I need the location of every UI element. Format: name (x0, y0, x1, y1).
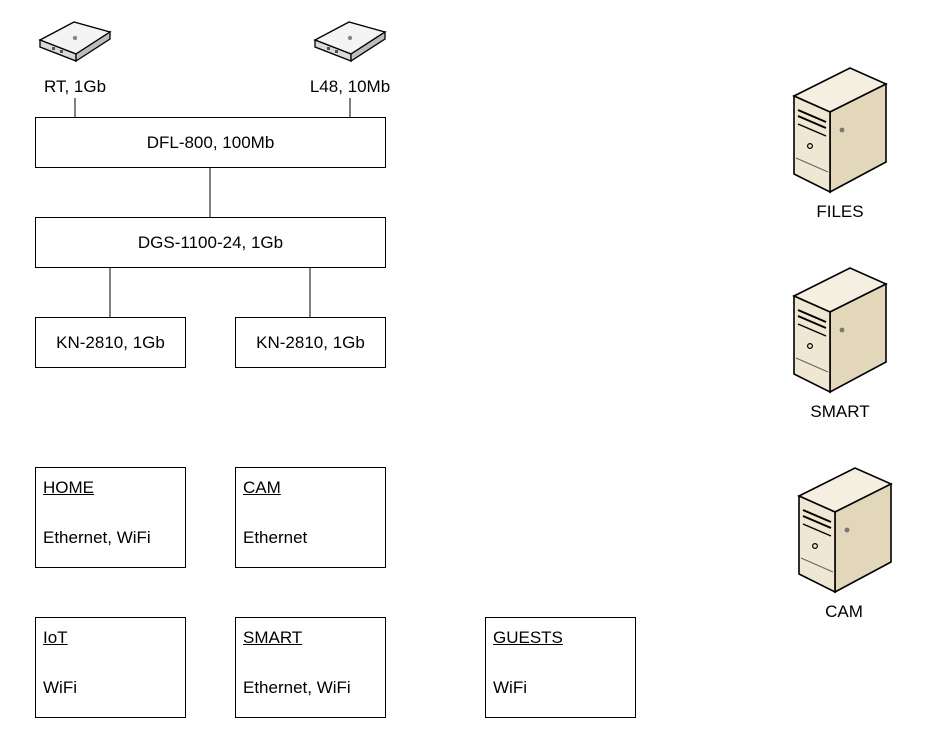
vlan-media: Ethernet (243, 528, 308, 547)
firewall-label: DFL-800, 100Mb (146, 132, 275, 152)
vlan-media: Ethernet, WiFi (243, 678, 351, 697)
vlan-box-cam: CAM Ethernet (235, 467, 386, 568)
vlan-name: GUESTS (493, 628, 563, 647)
vlan-box-iot: IoT WiFi (35, 617, 186, 718)
vlan-box-home: HOME Ethernet, WiFi (35, 467, 186, 568)
router-label-l48: L48, 10Mb (309, 77, 391, 96)
core-switch-label: DGS-1100-24, 1Gb (137, 232, 284, 252)
vlan-name: SMART (243, 628, 303, 647)
server-tower-icon (797, 467, 893, 594)
firewall-box: DFL-800, 100Mb (35, 117, 386, 168)
server-label-files: FILES (816, 202, 864, 221)
vlan-box-smart: SMART Ethernet, WiFi (235, 617, 386, 718)
vlan-box-guests: GUESTS WiFi (485, 617, 636, 718)
access-switch-label: KN-2810, 1Gb (56, 332, 165, 352)
vlan-name: HOME (43, 478, 94, 497)
access-switch-box: KN-2810, 1Gb (35, 317, 186, 368)
router-label-rt: RT, 1Gb (43, 77, 107, 96)
router-icon (38, 21, 112, 62)
server-label-cam: CAM (825, 602, 863, 621)
access-switch-box: KN-2810, 1Gb (235, 317, 386, 368)
vlan-media: WiFi (43, 678, 77, 697)
access-switch-label: KN-2810, 1Gb (256, 332, 365, 352)
server-tower-icon (792, 67, 888, 194)
server-label-smart: SMART (810, 402, 870, 421)
vlan-name: IoT (43, 628, 68, 647)
router-icon (313, 21, 387, 62)
vlan-media: Ethernet, WiFi (43, 528, 151, 547)
vlan-name: CAM (243, 478, 281, 497)
core-switch-box: DGS-1100-24, 1Gb (35, 217, 386, 268)
vlan-media: WiFi (493, 678, 527, 697)
server-tower-icon (792, 267, 888, 394)
